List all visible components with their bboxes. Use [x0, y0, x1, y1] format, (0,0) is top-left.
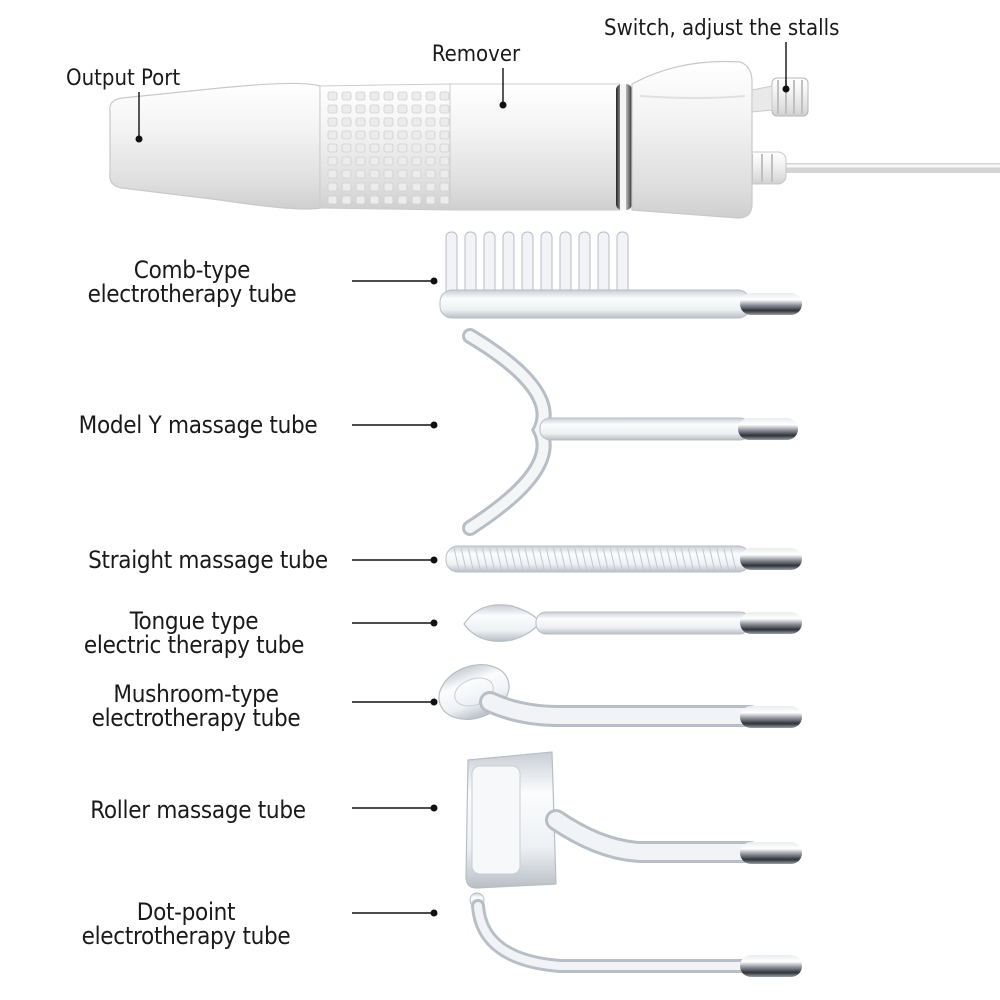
tongue-type-tube — [463, 604, 802, 642]
metal-tip — [740, 293, 802, 315]
straight-massage-tube — [445, 545, 802, 573]
device-pointers — [135, 42, 790, 143]
metal-tip — [740, 706, 802, 728]
remover-barrel — [449, 83, 621, 211]
tube-label-model-y: Model Y massage tube — [78, 411, 318, 439]
rear-housing — [631, 60, 753, 219]
metal-tip — [738, 418, 798, 440]
tube-label-straight: Straight massage tube — [88, 546, 328, 574]
dot-point-tube — [469, 892, 802, 977]
output-port-nozzle — [109, 82, 321, 210]
tube-pointers — [352, 277, 438, 917]
switch-label: Switch, adjust the stalls — [604, 16, 840, 41]
grip-texture — [327, 91, 450, 205]
output-port-label: Output Port — [66, 66, 181, 91]
stall-adjust-dial — [751, 77, 809, 117]
metal-tip — [740, 842, 802, 864]
tube-label-roller: Roller massage tube — [90, 796, 306, 824]
metal-tip — [740, 548, 802, 570]
mushroom-type-tube — [438, 664, 802, 728]
wand-device — [109, 60, 1000, 219]
comb-type-tube — [439, 231, 802, 319]
remover-label: Remover — [431, 42, 521, 67]
metal-tip — [740, 955, 802, 977]
model-y-tube — [462, 328, 798, 536]
metal-tip — [740, 612, 802, 634]
roller-massage-tube — [465, 751, 802, 889]
